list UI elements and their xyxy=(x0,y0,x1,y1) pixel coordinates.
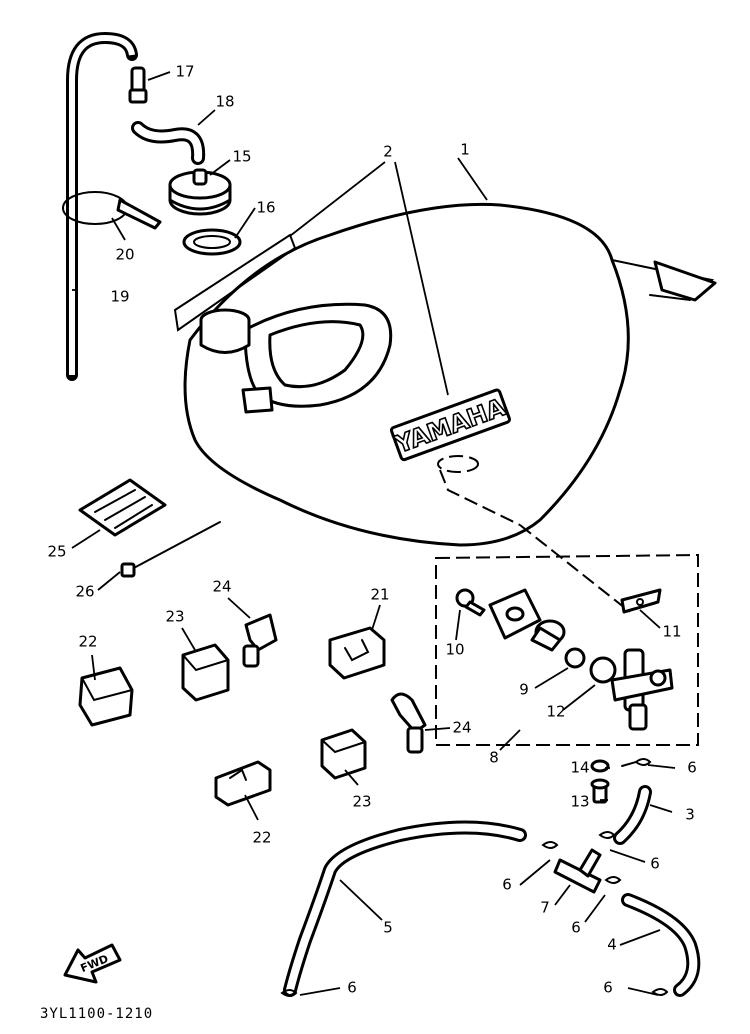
callout-2: 2 xyxy=(383,143,393,161)
damper-rubber xyxy=(214,760,272,807)
callout-18: 18 xyxy=(215,93,234,111)
o-ring xyxy=(564,647,586,669)
fuel-cap xyxy=(168,168,232,216)
drain-bolt xyxy=(590,778,610,804)
cock-plate xyxy=(488,588,542,640)
forward-arrow-icon: FWD xyxy=(63,943,122,984)
leader-lines xyxy=(71,71,676,996)
hose-clip xyxy=(621,758,652,767)
cock-gasket xyxy=(620,588,662,614)
hose-clip xyxy=(541,841,559,849)
callout-26: 26 xyxy=(75,583,94,601)
callout-24: 24 xyxy=(452,719,471,737)
callout-6: 6 xyxy=(650,855,660,873)
callout-17: 17 xyxy=(175,63,194,81)
cable-tie xyxy=(120,521,221,578)
callout-23: 23 xyxy=(352,793,371,811)
damper-rubber xyxy=(78,666,134,727)
hose-clamp-band xyxy=(62,191,162,230)
fuel-hose-long xyxy=(283,820,527,997)
hose-clip xyxy=(598,831,616,839)
callout-23: 23 xyxy=(165,608,184,626)
mount-band xyxy=(390,692,427,754)
callout-25: 25 xyxy=(47,543,66,561)
damper-block xyxy=(181,643,230,702)
callout-8: 8 xyxy=(489,749,499,767)
tank-strap xyxy=(78,478,167,537)
callout-15: 15 xyxy=(232,148,251,166)
callout-9: 9 xyxy=(519,681,529,699)
drain-washer xyxy=(590,759,610,773)
callout-11: 11 xyxy=(662,623,681,641)
fuel-cock xyxy=(610,648,674,731)
callout-22: 22 xyxy=(78,633,97,651)
fuel-cock-assembly-box xyxy=(435,524,699,746)
callout-13: 13 xyxy=(570,793,589,811)
breather-hose xyxy=(131,121,206,165)
callout-7: 7 xyxy=(540,899,550,917)
mount-band xyxy=(242,613,278,668)
hose-fitting xyxy=(128,66,148,104)
callout-20: 20 xyxy=(115,246,134,264)
fuel-tank xyxy=(173,202,717,547)
callout-labels: 1 2 3 4 5 6 6 6 6 6 6 7 8 9 10 11 12 13 … xyxy=(47,63,696,997)
hose-clip xyxy=(280,989,298,997)
callout-19: 19 xyxy=(110,288,129,306)
callout-6: 6 xyxy=(687,759,697,777)
callout-3: 3 xyxy=(685,806,695,824)
tee-joint xyxy=(553,848,602,894)
callout-14: 14 xyxy=(570,759,589,777)
strainer xyxy=(530,619,566,652)
hose-clip xyxy=(604,876,622,884)
vent-hose xyxy=(66,32,138,381)
drawing-code: 3YL1100-1210 xyxy=(40,1006,153,1022)
damper-block xyxy=(320,728,367,780)
callout-6: 6 xyxy=(502,876,512,894)
fuel-hose-short xyxy=(613,785,652,845)
callout-1: 1 xyxy=(460,141,470,159)
callout-10: 10 xyxy=(445,641,464,659)
callout-16: 16 xyxy=(256,199,275,217)
callout-6: 6 xyxy=(347,979,357,997)
filter-cup xyxy=(589,656,617,684)
cap-gasket xyxy=(182,228,242,256)
u-damper xyxy=(328,626,386,680)
callout-5: 5 xyxy=(383,919,393,937)
callout-21: 21 xyxy=(370,586,389,604)
callout-12: 12 xyxy=(546,703,565,721)
screw xyxy=(455,588,486,617)
callout-24: 24 xyxy=(212,578,231,596)
callout-22: 22 xyxy=(252,829,271,847)
callout-6: 6 xyxy=(603,979,613,997)
fuel-hose-bent xyxy=(621,893,701,997)
callout-6: 6 xyxy=(571,919,581,937)
callout-4: 4 xyxy=(607,936,617,954)
